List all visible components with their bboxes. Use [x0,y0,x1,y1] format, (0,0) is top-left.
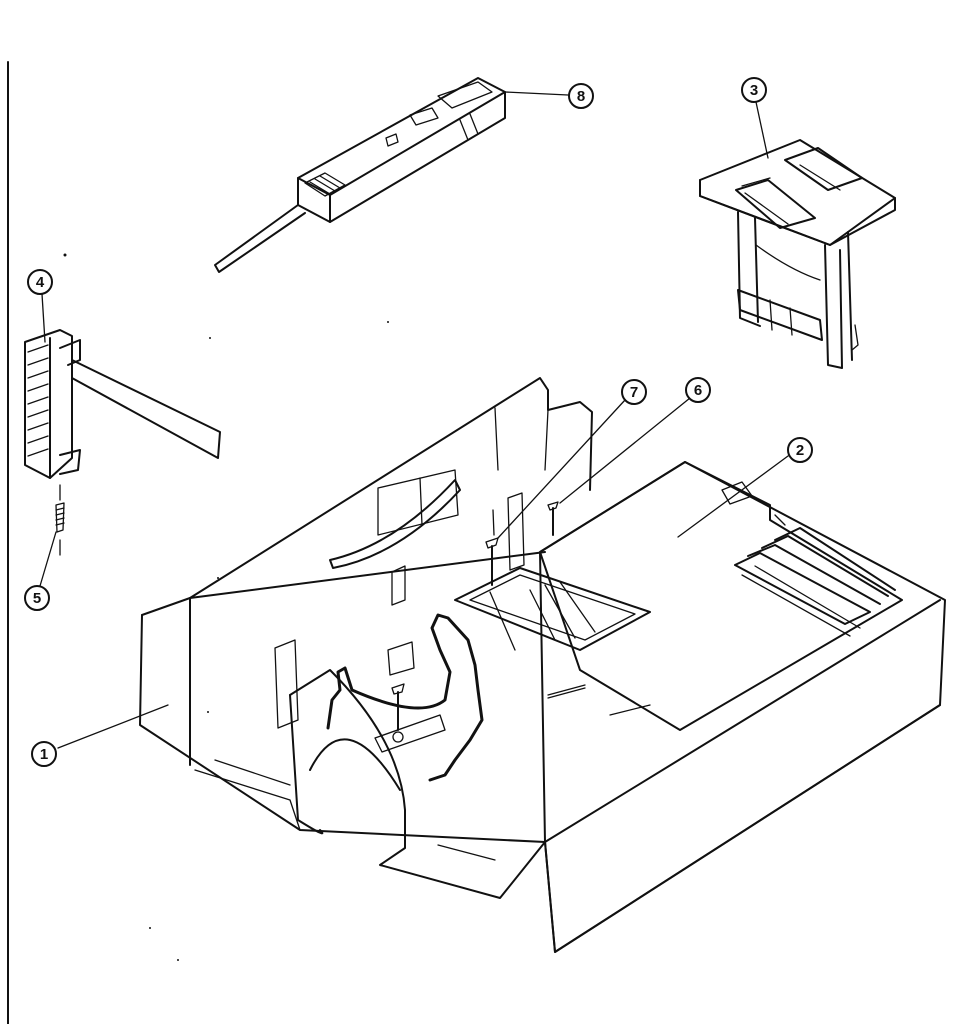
leader-line-5 [39,531,57,587]
callout-5: 5 [24,531,57,611]
callout-6-label: 6 [694,382,702,399]
callout-3-circle [741,77,767,103]
callout-8: 8 [504,83,594,109]
callout-2-circle [787,437,813,463]
callout-4-label: 4 [36,274,45,291]
part-4-clip [24,329,221,479]
callout-2: 2 [677,437,813,538]
callout-1-circle [31,741,57,767]
callout-6: 6 [559,377,711,504]
callout-5-label: 5 [33,590,41,607]
callout-5-circle [24,585,50,611]
callout-1: 1 [31,704,169,767]
callout-3-label: 3 [750,82,758,99]
callout-7-circle [621,379,647,405]
scan-specks [63,253,389,961]
callout-7-label: 7 [630,384,638,401]
leader-line-8 [504,91,569,96]
callout-3: 3 [741,77,769,159]
callout-8-label: 8 [577,88,585,105]
top-cover [539,461,903,731]
part-5-screw [55,484,65,556]
part-3-bracket [699,139,896,369]
callout-1-label: 1 [40,746,48,763]
leader-line-4 [41,293,46,343]
callout-4-circle [27,269,53,295]
callout-8-circle [568,83,594,109]
screw-7 [485,509,499,586]
part-8-probe [214,77,506,273]
base-housing [139,377,946,953]
leader-line-1 [57,704,169,749]
leader-line-2 [677,455,789,538]
leader-line-6 [559,397,691,504]
callout-6-circle [685,377,711,403]
callout-4: 4 [27,269,53,343]
leader-line-3 [755,101,769,159]
screw-inner [391,683,405,731]
callout-7: 7 [497,379,647,539]
leader-line-7 [497,399,626,539]
callout-2-label: 2 [796,442,804,459]
screw-6 [547,501,559,536]
